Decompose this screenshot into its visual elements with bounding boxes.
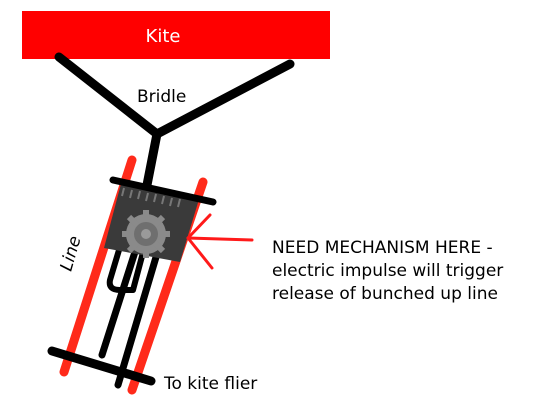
note-line-1: NEED MECHANISM HERE - — [272, 238, 493, 258]
gear-icon — [122, 210, 170, 258]
bridle: Bridle — [54, 52, 295, 139]
main-line-top — [142, 129, 162, 190]
mechanism-bar-top — [109, 176, 217, 206]
kite: Kite — [22, 11, 330, 59]
bridle-label: Bridle — [137, 87, 186, 107]
flier-handle — [47, 346, 156, 386]
flier-label: To kite flier — [163, 374, 257, 394]
kite-label: Kite — [146, 26, 181, 47]
note-line-2: electric impulse will trigger — [272, 261, 503, 281]
bridle-right — [152, 59, 295, 139]
handle-bar — [47, 346, 156, 386]
line-label: Line — [57, 234, 86, 274]
mechanism-note: NEED MECHANISM HERE - electric impulse w… — [272, 238, 503, 304]
kite-body — [22, 11, 330, 59]
release-mechanism — [104, 176, 217, 262]
arrow-icon — [186, 213, 254, 270]
bridle-left — [54, 52, 162, 139]
mechanism-teeth — [121, 187, 181, 208]
note-line-3: release of bunched up line — [272, 284, 498, 304]
